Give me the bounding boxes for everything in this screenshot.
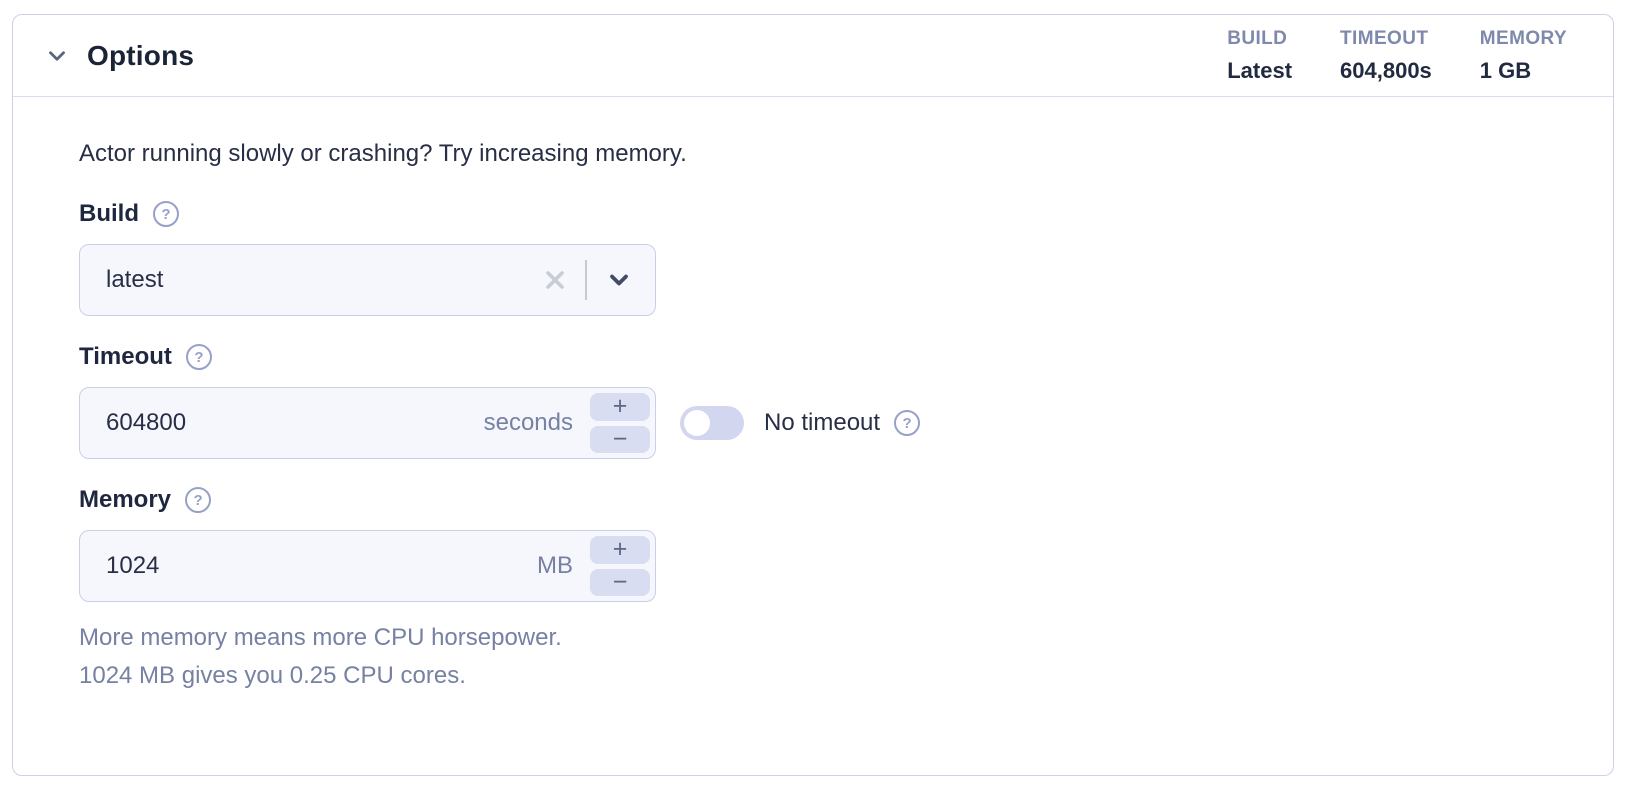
options-header: Options BUILD Latest TIMEOUT 604,800s ME… [13,15,1613,97]
clear-button[interactable] [543,268,567,292]
summary-build: BUILD Latest [1227,28,1292,84]
memory-label: Memory [79,486,172,513]
memory-label-row: Memory ? [79,486,1547,514]
increment-button[interactable]: + [590,536,650,564]
options-body: Actor running slowly or crashing? Try in… [13,97,1613,695]
memory-stepper: + − [590,536,650,596]
memory-unit: MB [537,552,573,579]
summary-build-label: BUILD [1227,27,1288,49]
page-title: Options [87,39,195,71]
summary-timeout-value: 604,800s [1340,57,1432,83]
collapse-toggle-button[interactable] [41,40,73,72]
increment-button[interactable]: + [590,393,650,421]
build-select[interactable]: latest [79,244,656,316]
memory-helper-line-1: More memory means more CPU horsepower. [79,624,562,651]
chevron-down-icon [49,50,65,61]
timeout-row: seconds + − No timeout ? [79,387,1547,459]
decrement-button[interactable]: − [590,425,650,453]
options-summary: BUILD Latest TIMEOUT 604,800s MEMORY 1 G… [1227,28,1567,84]
build-label-row: Build ? [79,200,1547,228]
memory-input-group: MB + − [79,530,656,602]
timeout-field: Timeout ? seconds + − No timeout ? [79,343,1547,459]
memory-helper-text: More memory means more CPU horsepower. 1… [79,619,1547,695]
options-panel: Options BUILD Latest TIMEOUT 604,800s ME… [12,14,1614,776]
timeout-label: Timeout [79,343,172,370]
summary-timeout: TIMEOUT 604,800s [1340,28,1432,84]
help-icon[interactable]: ? [894,410,921,436]
toggle-knob [684,410,710,436]
timeout-unit: seconds [483,409,573,436]
no-timeout-label: No timeout [764,409,881,436]
intro-text: Actor running slowly or crashing? Try in… [79,140,687,167]
build-label: Build [79,200,139,227]
select-divider [585,260,587,300]
timeout-label-row: Timeout ? [79,343,1547,371]
build-field: Build ? latest [79,200,1547,316]
help-icon[interactable]: ? [153,201,179,227]
summary-build-value: Latest [1227,57,1293,83]
decrement-button[interactable]: − [590,568,650,596]
x-icon [546,271,564,289]
build-select-value: latest [106,266,164,293]
summary-memory-value: 1 GB [1479,57,1532,83]
memory-input[interactable] [106,552,527,580]
chevron-down-icon [610,274,628,286]
summary-memory-label: MEMORY [1479,27,1567,49]
timeout-input[interactable] [106,409,474,437]
help-icon[interactable]: ? [185,344,212,370]
help-icon[interactable]: ? [185,487,212,513]
memory-helper-line-2: 1024 MB gives you 0.25 CPU cores. [79,662,466,689]
dropdown-button[interactable] [605,266,633,294]
memory-field: Memory ? MB + − More memory means more C… [79,486,1547,695]
timeout-stepper: + − [590,393,650,453]
timeout-input-group: seconds + − [79,387,656,459]
summary-timeout-label: TIMEOUT [1340,27,1429,49]
no-timeout-toggle[interactable] [680,406,744,440]
summary-memory: MEMORY 1 GB [1480,28,1567,84]
